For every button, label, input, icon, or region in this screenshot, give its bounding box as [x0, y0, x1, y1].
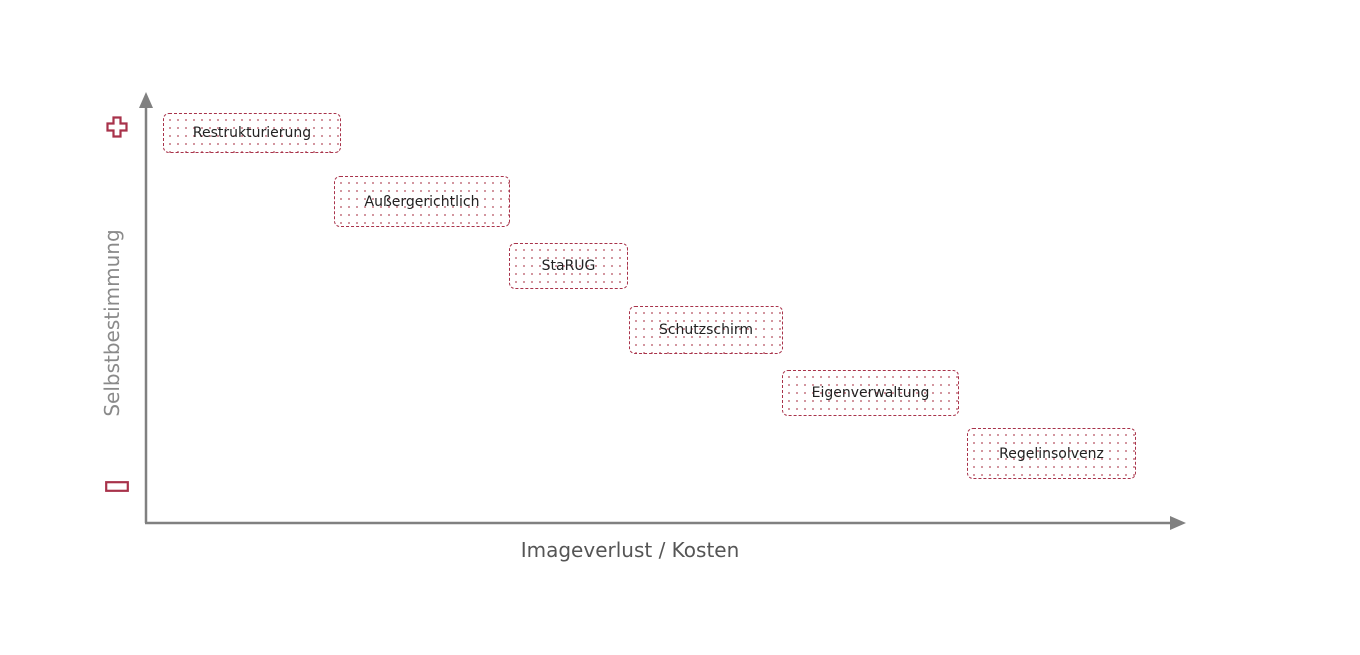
step-label: Restrukturierung — [192, 125, 312, 141]
step-regelinsolvenz: Regelinsolvenz — [967, 428, 1136, 479]
step-label: Schutzschirm — [658, 322, 754, 338]
step-starug: StaRUG — [509, 243, 628, 289]
plus-icon — [106, 116, 128, 138]
x-axis-arrow-icon — [1170, 516, 1186, 530]
step-label: Außergerichtlich — [364, 193, 480, 210]
y-axis-label: Selbstbestimmung — [100, 229, 124, 417]
step-schutzschirm: Schutzschirm — [629, 306, 783, 354]
step-eigenverwaltung: Eigenverwaltung — [782, 370, 959, 416]
y-axis-arrow-icon — [139, 92, 153, 108]
step-label: StaRUG — [541, 258, 596, 274]
x-axis-label: Imageverlust / Kosten — [520, 538, 740, 562]
step-label: Eigenverwaltung — [811, 385, 930, 401]
step-label: Regelinsolvenz — [999, 445, 1104, 462]
step-aussergerichtlich: Außergerichtlich — [334, 176, 510, 227]
minus-icon — [105, 481, 129, 492]
step-restrukturierung: Restrukturierung — [163, 113, 341, 153]
